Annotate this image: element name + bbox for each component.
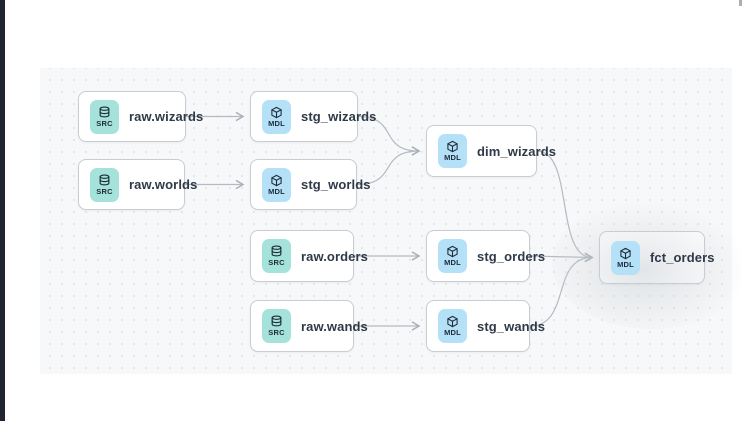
- node-label: stg_orders: [477, 248, 546, 264]
- node-label: stg_wands: [477, 318, 546, 334]
- badge-label: SRC: [96, 118, 113, 128]
- badge-label: MDL: [268, 186, 285, 196]
- node-raw.worlds[interactable]: SRC raw.worlds: [78, 159, 197, 210]
- source-type-badge: SRC: [90, 99, 119, 134]
- model-type-badge: MDL: [438, 309, 467, 343]
- cube-icon: [270, 174, 283, 187]
- node-stg_wizards[interactable]: MDL stg_wizards: [250, 91, 376, 142]
- badge-label: MDL: [444, 153, 461, 163]
- cube-icon: [446, 245, 459, 258]
- node-label: raw.orders: [301, 248, 368, 264]
- node-label: dim_wizards: [477, 143, 557, 159]
- source-type-badge: SRC: [90, 167, 119, 202]
- node-label: raw.wizards: [129, 109, 204, 124]
- scrollbar-sliver: [739, 0, 742, 6]
- badge-label: MDL: [444, 328, 461, 338]
- cube-icon: [446, 140, 459, 153]
- window-edge-strip: [0, 0, 5, 421]
- database-icon: [98, 106, 111, 119]
- badge-label: MDL: [444, 258, 461, 268]
- badge-label: SRC: [96, 186, 113, 196]
- node-raw.wizards[interactable]: SRC raw.wizards: [78, 91, 203, 142]
- node-label: fct_orders: [650, 250, 715, 265]
- model-type-badge: MDL: [438, 134, 467, 168]
- cube-icon: [619, 247, 632, 260]
- node-raw.wands[interactable]: SRC raw.wands: [250, 300, 368, 352]
- source-type-badge: SRC: [262, 239, 291, 273]
- database-icon: [270, 245, 283, 258]
- database-icon: [270, 315, 283, 328]
- node-stg_worlds[interactable]: MDL stg_worlds: [250, 159, 371, 210]
- node-stg_wands[interactable]: MDL stg_wands: [426, 300, 545, 352]
- badge-label: SRC: [268, 328, 285, 338]
- node-label: stg_worlds: [301, 177, 371, 192]
- node-raw.orders[interactable]: SRC raw.orders: [250, 230, 368, 282]
- model-type-badge: MDL: [262, 167, 291, 202]
- node-dim_wizards[interactable]: MDL dim_wizards: [426, 125, 556, 177]
- node-label: raw.wands: [301, 318, 368, 334]
- model-type-badge: MDL: [262, 99, 291, 134]
- database-icon: [98, 174, 111, 187]
- node-stg_orders[interactable]: MDL stg_orders: [426, 230, 545, 282]
- source-type-badge: SRC: [262, 309, 291, 343]
- cube-icon: [270, 106, 283, 119]
- cube-icon: [446, 315, 459, 328]
- node-fct_orders[interactable]: MDL fct_orders: [552, 198, 742, 329]
- model-type-badge: MDL: [611, 240, 640, 275]
- badge-label: MDL: [617, 259, 634, 269]
- model-type-badge: MDL: [438, 239, 467, 273]
- badge-label: SRC: [268, 258, 285, 268]
- node-label: raw.worlds: [129, 177, 198, 192]
- node-label: stg_wizards: [301, 109, 377, 124]
- badge-label: MDL: [268, 118, 285, 128]
